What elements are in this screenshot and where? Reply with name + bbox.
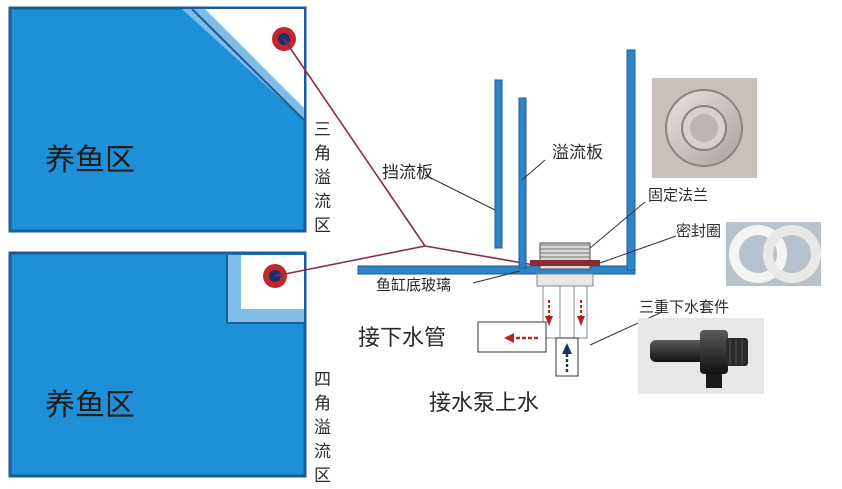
- overflow-char: 四: [314, 370, 331, 390]
- overflow-char: 溢: [314, 168, 331, 188]
- label-fixing-flange: 固定法兰: [648, 186, 708, 204]
- fixing-flange-photo: [652, 78, 757, 178]
- triple-drain-kit-photo: [638, 318, 764, 394]
- overflow-plate: [518, 97, 527, 269]
- fish-area-label-bottom: 养鱼区: [45, 388, 135, 423]
- overflow-char: 流: [314, 192, 331, 212]
- seal-ring: [530, 260, 600, 266]
- tank-top-triangle: 养鱼区: [8, 6, 307, 233]
- triangle-overflow-label: 三 角 溢 流 区: [314, 120, 331, 236]
- overflow-char: 三: [314, 120, 331, 140]
- overflow-char: 角: [314, 144, 331, 164]
- label-baffle: 挡流板: [382, 163, 433, 183]
- label-tank-bottom-glass: 鱼缸底玻璃: [376, 276, 451, 294]
- tank-outer-wall: [626, 49, 636, 271]
- label-overflow-plate: 溢流板: [552, 143, 603, 163]
- overflow-char: 角: [314, 394, 331, 414]
- baffle-plate: [494, 79, 503, 249]
- label-seal-ring: 密封圈: [676, 222, 721, 240]
- triangle-overflow-wall: [182, 9, 304, 120]
- overflow-char: 区: [314, 466, 331, 486]
- label-to-pump-inlet: 接水泵上水: [429, 391, 539, 416]
- overflow-char: 流: [314, 442, 331, 462]
- tank-bottom-square: 养鱼区: [8, 251, 307, 478]
- tank-bottom-glass: [357, 265, 636, 275]
- flow-arrows: [504, 300, 585, 372]
- overflow-char: 区: [314, 216, 331, 236]
- cross-section: [357, 49, 636, 377]
- square-overflow-label: 四 角 溢 流 区: [314, 370, 331, 486]
- label-triple-drain-kit: 三重下水套件: [639, 298, 729, 316]
- seal-ring-photo: [726, 222, 821, 286]
- label-to-drain-pipe: 接下水管: [358, 326, 446, 351]
- callout-lines: [424, 159, 677, 346]
- overflow-char: 溢: [314, 418, 331, 438]
- fish-area-label-top: 养鱼区: [45, 143, 135, 178]
